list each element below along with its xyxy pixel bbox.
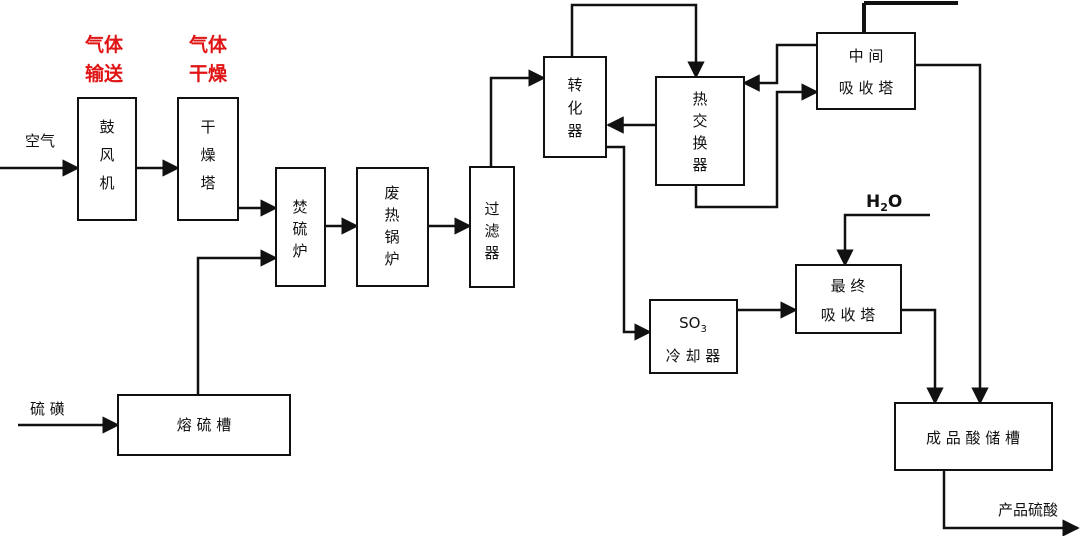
svg-text:H2O: H2O [866, 192, 902, 214]
drying-tower-box: 干 燥 塔 [177, 97, 239, 221]
svg-text:最 终: 最 终 [831, 277, 866, 295]
svg-text:吸 收 塔: 吸 收 塔 [821, 306, 876, 324]
product-acid-label: 产品硫酸 [998, 501, 1058, 519]
svg-text:干燥: 干燥 [189, 63, 228, 85]
gas-transport-annotation: 气体 输送 [84, 33, 124, 85]
svg-text:交: 交 [692, 112, 707, 130]
svg-text:器: 器 [567, 122, 582, 140]
product-acid-tank-box: 成 品 酸 储 槽 [894, 402, 1053, 471]
filter-to-converter-arrow [489, 69, 546, 167]
svg-text:热: 热 [692, 90, 707, 108]
filter-box: 过 滤 器 [469, 166, 515, 288]
svg-text:鼓: 鼓 [99, 118, 114, 136]
svg-text:冷 却 器: 冷 却 器 [666, 347, 721, 365]
melt-to-furnace-arrow [196, 249, 278, 395]
svg-text:硫: 硫 [292, 220, 307, 238]
tank-to-product-arrow [942, 470, 1080, 536]
svg-text:气体: 气体 [84, 33, 124, 56]
absorber-to-exchanger-arrow [742, 43, 817, 92]
svg-text:化: 化 [567, 99, 582, 117]
svg-text:风: 风 [99, 146, 114, 164]
svg-text:熔 硫 槽: 熔 硫 槽 [177, 416, 232, 434]
heat-exchanger-box: 热 交 换 器 [655, 76, 745, 186]
svg-text:干: 干 [200, 118, 215, 136]
svg-text:炉: 炉 [292, 242, 307, 260]
svg-text:燥: 燥 [200, 146, 215, 164]
svg-text:吸 收 塔: 吸 收 塔 [839, 79, 894, 97]
svg-text:成 品 酸 储 槽: 成 品 酸 储 槽 [926, 429, 1020, 447]
waste-heat-boiler-box: 废 热 锅 炉 [356, 167, 429, 287]
svg-text:塔: 塔 [200, 174, 215, 192]
converter-box: 转 化 器 [543, 56, 607, 158]
svg-text:中 间: 中 间 [849, 47, 884, 65]
sulfur-furnace-box: 焚 硫 炉 [275, 167, 326, 287]
gas-drying-annotation: 气体 干燥 [188, 33, 228, 85]
converter-to-cooler-arrow [606, 145, 652, 341]
svg-text:滤: 滤 [484, 222, 499, 240]
svg-text:过: 过 [484, 200, 499, 218]
svg-text:气体: 气体 [188, 33, 228, 56]
sulfur-melting-tank-box: 熔 硫 槽 [117, 394, 291, 456]
svg-text:热: 热 [384, 206, 399, 224]
svg-text:炉: 炉 [384, 250, 399, 268]
svg-text:锅: 锅 [384, 228, 399, 246]
intermediate-to-tank-arrow [915, 63, 989, 405]
water-label: H2O [866, 192, 902, 214]
converter-to-exchanger-arrow [570, 3, 705, 79]
svg-text:焚: 焚 [292, 198, 307, 216]
intermediate-absorber-box: 中 间 吸 收 塔 [816, 32, 916, 110]
svg-text:输送: 输送 [85, 62, 124, 85]
sulfur-label: 硫 磺 [30, 400, 65, 418]
svg-text:器: 器 [692, 156, 707, 174]
exchanger-to-absorber-arrow [694, 83, 819, 209]
svg-text:换: 换 [692, 134, 707, 152]
air-label: 空气 [25, 132, 55, 150]
final-absorber-box: 最 终 吸 收 塔 [795, 264, 902, 334]
blower-box: 鼓 风 机 [77, 97, 137, 221]
svg-text:机: 机 [99, 174, 114, 192]
svg-text:SO3: SO3 [679, 314, 707, 335]
water-to-final-arrow [836, 213, 930, 267]
svg-text:转: 转 [567, 76, 582, 94]
svg-text:器: 器 [484, 244, 499, 262]
final-to-tank-arrow [901, 308, 944, 405]
svg-text:废: 废 [384, 184, 399, 202]
so3-cooler-box: SO3 冷 却 器 [649, 299, 738, 374]
